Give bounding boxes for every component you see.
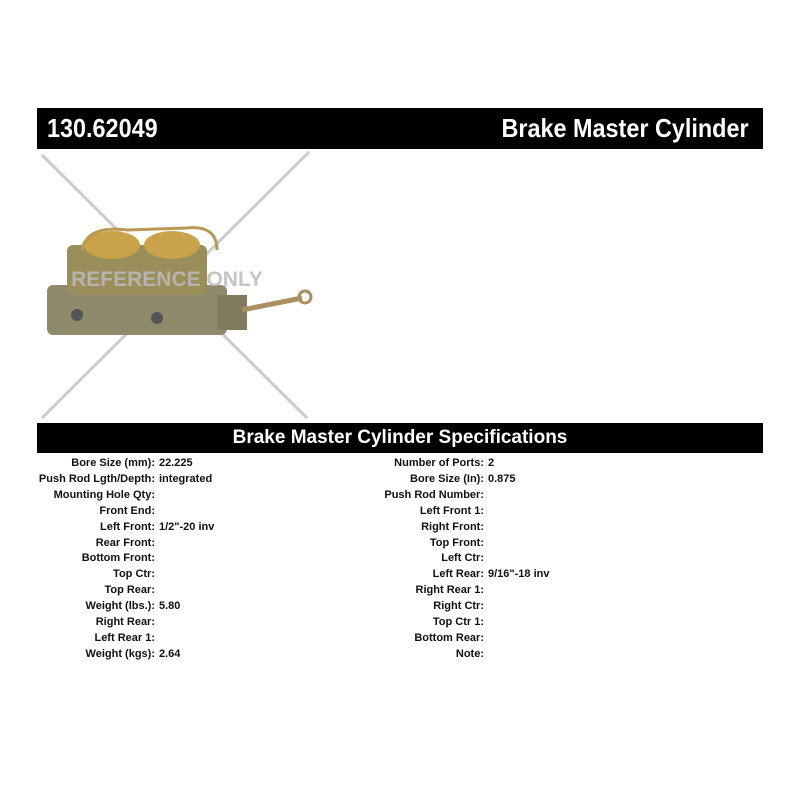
header-bar: 130.62049 Brake Master Cylinder	[37, 108, 763, 149]
spec-label: Left Ctr:	[441, 552, 484, 565]
spec-value: 1/2"-20 inv	[159, 520, 215, 533]
product-title: Brake Master Cylinder	[501, 113, 749, 143]
spec-label: Front End:	[99, 504, 155, 517]
spec-row: Push Rod Number:	[0, 488, 484, 503]
spec-row: Top Front:	[0, 536, 484, 551]
product-image: REFERENCE ONLY	[37, 150, 327, 420]
spec-row: Right Rear:	[0, 615, 155, 630]
spec-row: Bottom Rear:	[0, 631, 484, 646]
spec-label: Top Ctr:	[113, 568, 155, 581]
spec-row: Bore Size (mm):	[0, 456, 155, 471]
spec-label: Right Rear:	[95, 616, 155, 628]
spec-label: Left Rear 1:	[94, 631, 155, 644]
spec-label: Rear Front:	[95, 536, 155, 549]
spec-row: Left Rear 1:	[0, 631, 155, 646]
spec-label: Weight (kgs):	[85, 647, 155, 660]
spec-row: Rear Front:	[0, 536, 155, 551]
spec-label: Left Front:	[100, 520, 155, 533]
spec-row: Top Ctr:	[0, 567, 155, 582]
spec-row: Right Ctr:	[0, 599, 484, 614]
spec-row: Left Rear:	[0, 567, 484, 582]
spec-value: integrated	[159, 472, 213, 485]
spec-value: 2.64	[159, 647, 181, 660]
spec-label: Top Front:	[429, 536, 484, 549]
spec-label: Bore Size (In):	[410, 472, 484, 485]
spec-value: 0.875	[488, 472, 516, 485]
spec-row: Mounting Hole Qty:	[0, 488, 155, 503]
spec-label: Top Ctr 1:	[432, 616, 484, 628]
watermark-text: REFERENCE ONLY	[71, 268, 263, 291]
spec-row: Front End:	[0, 504, 155, 519]
spec-row: Top Rear:	[0, 583, 155, 598]
spec-label: Mounting Hole Qty:	[53, 488, 155, 501]
spec-label: Right Rear 1:	[415, 584, 484, 597]
specs-title: Brake Master Cylinder Specifications	[232, 427, 568, 448]
spec-label: Bore Size (mm):	[71, 457, 155, 469]
spec-label: Right Ctr:	[433, 600, 484, 613]
part-number: 130.62049	[47, 113, 158, 143]
spec-row: Weight (kgs):	[0, 647, 155, 662]
spec-label: Weight (lbs.):	[85, 600, 155, 613]
spec-label: Number of Ports:	[394, 457, 484, 469]
spec-label: Left Rear:	[432, 568, 484, 581]
spec-row: Note:	[0, 647, 484, 662]
specs-title-bar: Brake Master Cylinder Specifications	[37, 423, 763, 453]
spec-label: Bottom Rear:	[414, 631, 484, 644]
spec-label: Push Rod Number:	[384, 488, 484, 501]
spec-row: Left Front:	[0, 520, 155, 535]
spec-row: Right Rear 1:	[0, 583, 484, 598]
spec-row: Left Front 1:	[0, 504, 484, 519]
spec-row: Bore Size (In):	[0, 472, 484, 487]
spec-row: Number of Ports:	[0, 456, 484, 471]
spec-label: Right Front:	[421, 520, 484, 533]
spec-label: Bottom Front:	[81, 552, 155, 565]
spec-value: 5.80	[159, 600, 181, 613]
spec-row: Weight (lbs.):	[0, 599, 155, 614]
spec-row: Right Front:	[0, 520, 484, 535]
spec-row: Left Ctr:	[0, 551, 484, 566]
spec-value: 9/16"-18 inv	[488, 568, 550, 581]
spec-label: Top Rear:	[104, 584, 155, 597]
spec-row: Push Rod Lgth/Depth:	[0, 472, 155, 487]
spec-label: Push Rod Lgth/Depth:	[38, 472, 155, 485]
spec-label: Left Front 1:	[419, 504, 484, 517]
spec-row: Bottom Front:	[0, 551, 155, 566]
spec-label: Note:	[455, 647, 484, 660]
spec-value: 22.225	[159, 457, 193, 469]
spec-value: 2	[488, 457, 495, 469]
spec-row: Top Ctr 1:	[0, 615, 484, 630]
